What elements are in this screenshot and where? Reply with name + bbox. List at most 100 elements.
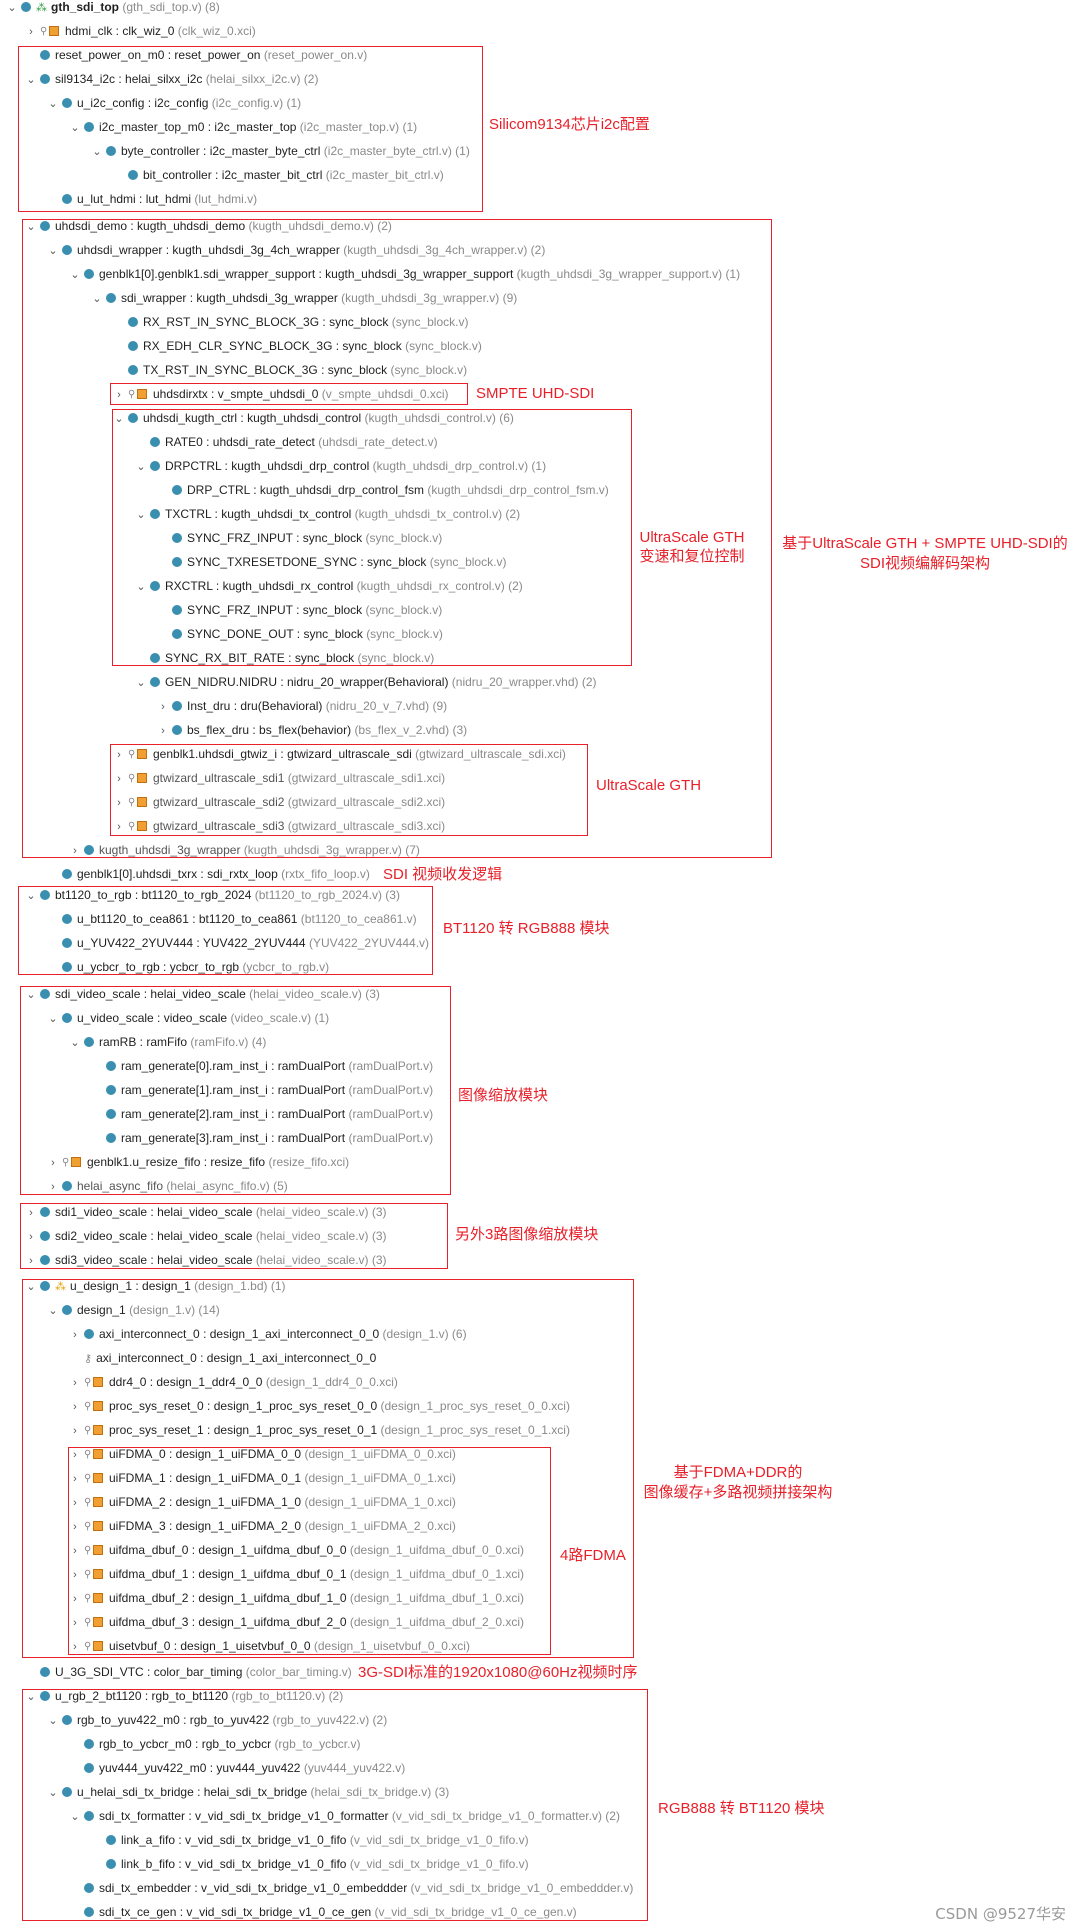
chevron-down-icon[interactable]: ⌄: [136, 509, 146, 521]
tree-row[interactable]: ⌄u_video_scale : video_scale (video_scal…: [48, 1006, 329, 1030]
tree-row[interactable]: ⌄byte_controller : i2c_master_byte_ctrl …: [92, 139, 469, 163]
tree-row[interactable]: ›sdi1_video_scale : helai_video_scale (h…: [26, 1200, 386, 1224]
tree-row[interactable]: u_ycbcr_to_rgb : ycbcr_to_rgb (ycbcr_to_…: [48, 955, 329, 979]
chevron-down-icon[interactable]: ⌄: [48, 1715, 58, 1727]
tree-row[interactable]: ›⚲uifdma_dbuf_0 : design_1_uifdma_dbuf_0…: [70, 1538, 524, 1562]
chevron-right-icon[interactable]: ›: [73, 1377, 77, 1390]
chevron-right-icon[interactable]: ›: [73, 1569, 77, 1582]
chevron-right-icon[interactable]: ›: [117, 821, 121, 834]
tree-row[interactable]: link_b_fifo : v_vid_sdi_tx_bridge_v1_0_f…: [92, 1852, 529, 1876]
tree-row[interactable]: ram_generate[1].ram_inst_i : ramDualPort…: [92, 1078, 433, 1102]
tree-row[interactable]: ram_generate[0].ram_inst_i : ramDualPort…: [92, 1054, 433, 1078]
chevron-right-icon[interactable]: ›: [73, 1497, 77, 1510]
tree-row[interactable]: SYNC_FRZ_INPUT : sync_block (sync_block.…: [158, 526, 442, 550]
tree-row[interactable]: ⌄ramRB : ramFifo (ramFifo.v) (4): [70, 1030, 266, 1054]
chevron-right-icon[interactable]: ›: [29, 1231, 33, 1243]
chevron-down-icon[interactable]: ⌄: [26, 1691, 36, 1703]
chevron-right-icon[interactable]: ›: [73, 1329, 77, 1341]
tree-row[interactable]: ⌄uhdsdi_kugth_ctrl : kugth_uhdsdi_contro…: [114, 406, 514, 430]
tree-row[interactable]: ⌄uhdsdi_demo : kugth_uhdsdi_demo (kugth_…: [26, 214, 392, 238]
tree-row[interactable]: u_YUV422_2YUV444 : YUV422_2YUV444 (YUV42…: [48, 931, 429, 955]
chevron-down-icon[interactable]: ⌄: [70, 1811, 80, 1823]
chevron-right-icon[interactable]: ›: [29, 1207, 33, 1219]
tree-row[interactable]: ›⚲genblk1.uhdsdi_gtwiz_i : gtwizard_ultr…: [114, 742, 566, 766]
chevron-right-icon[interactable]: ›: [29, 26, 33, 39]
tree-row[interactable]: ›Inst_dru : dru(Behavioral) (nidru_20_v_…: [158, 694, 447, 718]
tree-row[interactable]: ›axi_interconnect_0 : design_1_axi_inter…: [70, 1322, 466, 1346]
tree-row[interactable]: ›⚲uiFDMA_3 : design_1_uiFDMA_2_0 (design…: [70, 1514, 456, 1538]
chevron-right-icon[interactable]: ›: [117, 797, 121, 810]
tree-row[interactable]: rgb_to_ycbcr_m0 : rgb_to_ycbcr (rgb_to_y…: [70, 1732, 360, 1756]
tree-row[interactable]: ⌄TXCTRL : kugth_uhdsdi_tx_control (kugth…: [136, 502, 520, 526]
tree-row[interactable]: ⚷axi_interconnect_0 : design_1_axi_inter…: [70, 1346, 376, 1370]
tree-row[interactable]: ram_generate[2].ram_inst_i : ramDualPort…: [92, 1102, 433, 1126]
chevron-down-icon[interactable]: ⌄: [48, 245, 58, 257]
tree-row[interactable]: ›⚲proc_sys_reset_1 : design_1_proc_sys_r…: [70, 1418, 570, 1442]
chevron-right-icon[interactable]: ›: [73, 1473, 77, 1486]
chevron-down-icon[interactable]: ⌄: [48, 1013, 58, 1025]
tree-row[interactable]: u_bt1120_to_cea861 : bt1120_to_cea861 (b…: [48, 907, 417, 931]
chevron-right-icon[interactable]: ›: [51, 1157, 55, 1170]
tree-row[interactable]: genblk1[0].uhdsdi_txrx : sdi_rxtx_loop (…: [48, 862, 370, 886]
chevron-right-icon[interactable]: ›: [161, 701, 165, 713]
chevron-down-icon[interactable]: ⌄: [26, 221, 36, 233]
tree-row[interactable]: ⌄uhdsdi_wrapper : kugth_uhdsdi_3g_4ch_wr…: [48, 238, 545, 262]
tree-row[interactable]: ram_generate[3].ram_inst_i : ramDualPort…: [92, 1126, 433, 1150]
tree-row[interactable]: ›kugth_uhdsdi_3g_wrapper (kugth_uhdsdi_3…: [70, 838, 420, 862]
chevron-down-icon[interactable]: ⌄: [92, 293, 102, 305]
chevron-right-icon[interactable]: ›: [51, 1181, 55, 1193]
chevron-down-icon[interactable]: ⌄: [136, 677, 146, 689]
tree-row[interactable]: RX_RST_IN_SYNC_BLOCK_3G : sync_block (sy…: [114, 310, 468, 334]
chevron-down-icon[interactable]: ⌄: [48, 98, 58, 110]
chevron-down-icon[interactable]: ⌄: [70, 122, 80, 134]
chevron-right-icon[interactable]: ›: [73, 1545, 77, 1558]
tree-row[interactable]: ›⚲uifdma_dbuf_2 : design_1_uifdma_dbuf_1…: [70, 1586, 524, 1610]
tree-row[interactable]: ›⚲proc_sys_reset_0 : design_1_proc_sys_r…: [70, 1394, 570, 1418]
chevron-right-icon[interactable]: ›: [117, 389, 121, 402]
chevron-right-icon[interactable]: ›: [161, 725, 165, 737]
tree-row[interactable]: link_a_fifo : v_vid_sdi_tx_bridge_v1_0_f…: [92, 1828, 529, 1852]
tree-row[interactable]: sdi_tx_ce_gen : v_vid_sdi_tx_bridge_v1_0…: [70, 1900, 577, 1924]
chevron-right-icon[interactable]: ›: [73, 1617, 77, 1630]
tree-row[interactable]: SYNC_FRZ_INPUT : sync_block (sync_block.…: [158, 598, 442, 622]
tree-row[interactable]: ›⚲genblk1.u_resize_fifo : resize_fifo (r…: [48, 1150, 349, 1174]
chevron-right-icon[interactable]: ›: [73, 1641, 77, 1654]
tree-row[interactable]: ›⚲gtwizard_ultrascale_sdi1 (gtwizard_ult…: [114, 766, 445, 790]
tree-row[interactable]: ›⚲gtwizard_ultrascale_sdi2 (gtwizard_ult…: [114, 790, 445, 814]
chevron-down-icon[interactable]: ⌄: [26, 989, 36, 1001]
chevron-right-icon[interactable]: ›: [73, 1521, 77, 1534]
chevron-down-icon[interactable]: ⌄: [26, 1281, 36, 1293]
tree-row[interactable]: U_3G_SDI_VTC : color_bar_timing (color_b…: [26, 1660, 352, 1684]
tree-row[interactable]: ⌄sdi_wrapper : kugth_uhdsdi_3g_wrapper (…: [92, 286, 517, 310]
tree-row[interactable]: ›⚲uifdma_dbuf_3 : design_1_uifdma_dbuf_2…: [70, 1610, 524, 1634]
tree-row[interactable]: ⌄u_i2c_config : i2c_config (i2c_config.v…: [48, 91, 301, 115]
chevron-right-icon[interactable]: ›: [117, 749, 121, 762]
tree-row[interactable]: ›⚲ddr4_0 : design_1_ddr4_0_0 (design_1_d…: [70, 1370, 398, 1394]
tree-row[interactable]: ⌄sil9134_i2c : helai_silxx_i2c (helai_si…: [26, 67, 318, 91]
tree-row[interactable]: ⌄bt1120_to_rgb : bt1120_to_rgb_2024 (bt1…: [26, 883, 400, 907]
tree-row[interactable]: RATE0 : uhdsdi_rate_detect (uhdsdi_rate_…: [136, 430, 438, 454]
tree-row[interactable]: sdi_tx_embedder : v_vid_sdi_tx_bridge_v1…: [70, 1876, 633, 1900]
chevron-right-icon[interactable]: ›: [73, 1449, 77, 1462]
tree-row[interactable]: ›⚲gtwizard_ultrascale_sdi3 (gtwizard_ult…: [114, 814, 445, 838]
tree-row[interactable]: RX_EDH_CLR_SYNC_BLOCK_3G : sync_block (s…: [114, 334, 482, 358]
tree-row[interactable]: SYNC_RX_BIT_RATE : sync_block (sync_bloc…: [136, 646, 434, 670]
tree-row[interactable]: ⌄rgb_to_yuv422_m0 : rgb_to_yuv422 (rgb_t…: [48, 1708, 387, 1732]
chevron-down-icon[interactable]: ⌄: [26, 74, 36, 86]
tree-row[interactable]: yuv444_yuv422_m0 : yuv444_yuv422 (yuv444…: [70, 1756, 405, 1780]
tree-row[interactable]: u_lut_hdmi : lut_hdmi (lut_hdmi.v): [48, 187, 257, 211]
chevron-right-icon[interactable]: ›: [73, 1401, 77, 1414]
tree-row[interactable]: DRP_CTRL : kugth_uhdsdi_drp_control_fsm …: [158, 478, 609, 502]
tree-row[interactable]: ⌄RXCTRL : kugth_uhdsdi_rx_control (kugth…: [136, 574, 522, 598]
tree-row[interactable]: ›⚲uhdsdirxtx : v_smpte_uhdsdi_0 (v_smpte…: [114, 382, 448, 406]
chevron-right-icon[interactable]: ›: [117, 773, 121, 786]
chevron-down-icon[interactable]: ⌄: [70, 1037, 80, 1049]
tree-row[interactable]: ›⚲uifdma_dbuf_1 : design_1_uifdma_dbuf_0…: [70, 1562, 524, 1586]
tree-row[interactable]: ⌄design_1 (design_1.v) (14): [48, 1298, 219, 1322]
chevron-down-icon[interactable]: ⌄: [48, 1787, 58, 1799]
tree-row[interactable]: ›⚲uiFDMA_2 : design_1_uiFDMA_1_0 (design…: [70, 1490, 456, 1514]
chevron-down-icon[interactable]: ⌄: [70, 269, 80, 281]
tree-row[interactable]: ⌄u_rgb_2_bt1120 : rgb_to_bt1120 (rgb_to_…: [26, 1684, 343, 1708]
chevron-down-icon[interactable]: ⌄: [136, 581, 146, 593]
chevron-down-icon[interactable]: ⌄: [7, 2, 17, 14]
